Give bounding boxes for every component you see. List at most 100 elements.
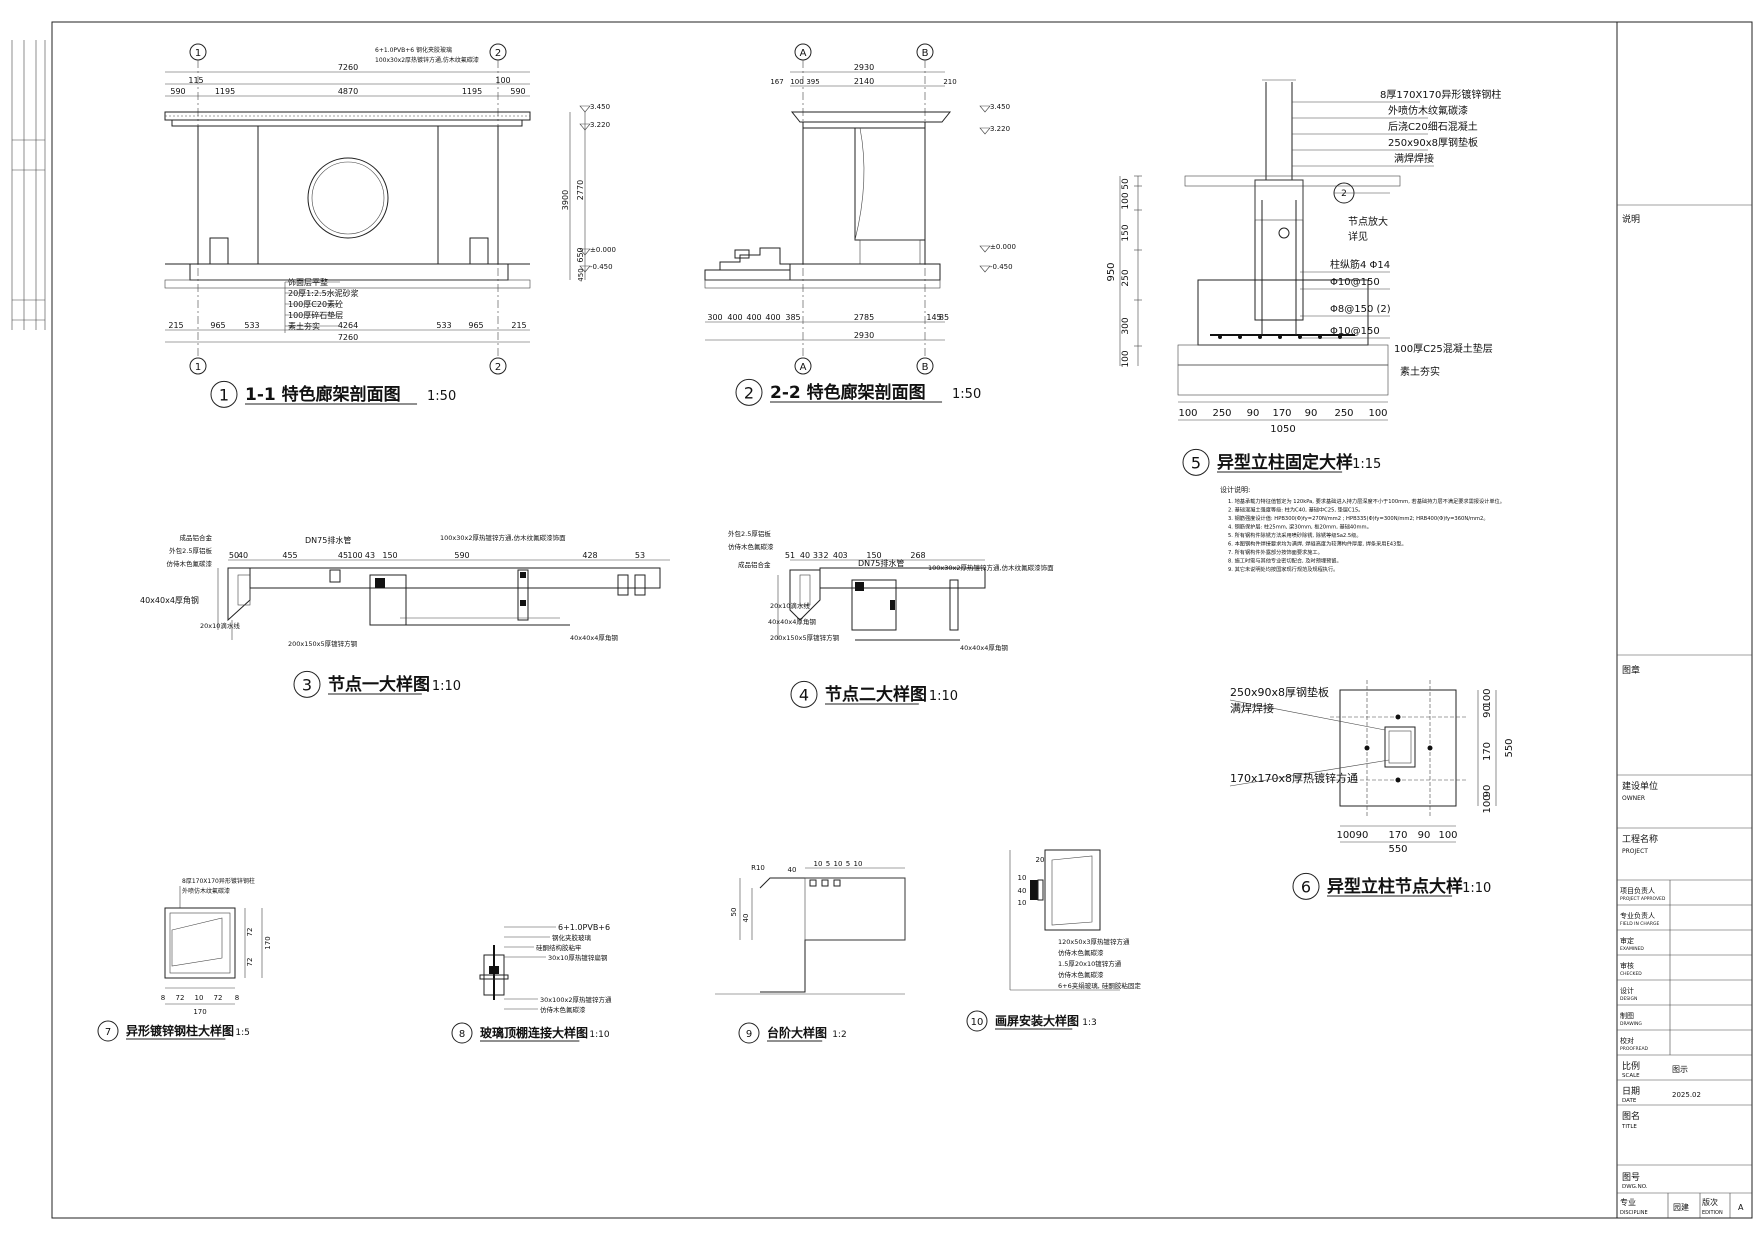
axis-label: 1 — [195, 48, 201, 59]
drawing-scale: 1:50 — [427, 389, 456, 404]
drawing-scale: 1:10 — [929, 689, 958, 704]
dim-text: 20 — [1036, 856, 1045, 864]
note-line: 3. 钢筋强度设计值: HPB300(Φ)fy=270N/mm2 ; HPB33… — [1228, 514, 1489, 522]
moon-gate-circle — [307, 157, 389, 239]
owner-label: 建设单位 — [1622, 780, 1658, 792]
leader-label: 满焊焊接 — [1394, 152, 1434, 165]
notes-title: 设计说明: — [1220, 485, 1250, 494]
dim-text: 8 — [235, 994, 239, 1002]
dim-text: 385 — [785, 313, 800, 322]
drawing-title: 玻璃顶棚连接大样图 — [480, 1025, 588, 1040]
dim-text: 100 — [1336, 830, 1355, 841]
dim-text: 2930 — [854, 331, 874, 340]
dim-text: 5 — [826, 860, 830, 868]
drawing-title: 节点二大样图 — [825, 684, 927, 705]
dim-text: 100 — [1121, 192, 1131, 209]
title-block-row-label-en: CHECKED — [1620, 971, 1642, 977]
dim-text: 170 — [1388, 830, 1407, 841]
dim-text: R10 — [751, 864, 765, 872]
dim-text: 10 — [1018, 874, 1027, 882]
leader-label: 钢化夹胶玻璃 — [552, 933, 592, 942]
drawing-1-section: 1 2 1 2 7260 4870 1195 1195 590 590 100 … — [164, 43, 616, 375]
title-number-bubble — [1292, 872, 1320, 900]
leader-label: 30x100x2厚热镀锌方通 — [540, 995, 612, 1004]
dim-text: 40 — [238, 551, 248, 560]
dim-text: 40 — [833, 551, 843, 560]
drawing-scale: 1:15 — [1352, 457, 1381, 472]
dim-text: 590 — [510, 87, 525, 96]
dim-text: 145 — [926, 313, 941, 322]
leader-label: 仿侍木色氟碳漆 — [728, 542, 774, 551]
title-number-bubble — [735, 378, 763, 406]
dim-text: 10 — [195, 994, 204, 1002]
drawing-title: 画屏安装大样图 — [995, 1013, 1079, 1028]
dim-text: 10 — [814, 860, 823, 868]
dim-text: 450 — [577, 268, 585, 281]
dim-text: 100 — [790, 78, 803, 86]
leader-label: 20x10滴水线 — [200, 621, 240, 630]
title-number-bubble — [966, 1010, 988, 1032]
title-block: 说明 图章 建设单位 OWNER 工程名称 PROJECT 项目负责人PROJE… — [1616, 21, 1753, 1219]
dim-text: 300 — [1121, 317, 1131, 334]
leader-label: 40x40x4厚角钢 — [960, 643, 1008, 652]
leader-label: 成品铝合金 — [180, 533, 213, 542]
dim-text: 650 — [576, 247, 585, 262]
dim-text: 50 — [229, 551, 239, 560]
drawing-scale: 1:10 — [589, 1030, 609, 1040]
dim-text: 40 — [1018, 887, 1027, 895]
drawing-no-label: 图号 — [1622, 1172, 1640, 1183]
leader-label: 40x40x4厚角钢 — [570, 633, 618, 642]
leader-label: 120x50x3厚热镀锌方通 — [1058, 937, 1130, 946]
axis-label: 1 — [195, 362, 201, 373]
dim-text: 10 — [854, 860, 863, 868]
dim-text: 100 — [347, 551, 362, 560]
elevation-mark: -0.450 — [990, 263, 1013, 271]
screen-panel — [257, 125, 439, 265]
title-number: 10 — [971, 1017, 984, 1028]
date-label: 日期 — [1622, 1086, 1640, 1097]
leader-label: 200x150x5厚镀锌方钢 — [288, 639, 358, 648]
drawing-2-section: A B A B 2930 2140 167 100 395 210 3.4503… — [704, 43, 1016, 375]
dim-text: 170 — [264, 936, 272, 949]
scale-value: 图示 — [1672, 1065, 1688, 1074]
title-block-row-label-en: DRAWING — [1620, 1021, 1642, 1027]
dim-text: 4870 — [338, 87, 358, 96]
dim-text: 455 — [282, 551, 297, 560]
edition-label-en: EDITION — [1702, 1210, 1723, 1216]
leader-label: DN75排水管 — [858, 558, 904, 568]
dim-text: 428 — [582, 551, 597, 560]
dim-text: 40 — [742, 914, 750, 923]
date-value: 2025.02 — [1672, 1091, 1701, 1099]
leader-label: Φ10@150 — [1330, 277, 1380, 288]
dim-text: 170 — [193, 1008, 206, 1016]
dim-text: 250 — [1121, 269, 1131, 286]
dim-text: 2785 — [854, 313, 874, 322]
dim-text: 400 — [765, 313, 780, 322]
dim-text: 115 — [188, 76, 203, 85]
dim-text: 170 — [1482, 742, 1493, 761]
leader-label: 成品铝合金 — [738, 560, 771, 569]
note-text: 6+1.0PVB+6 钢化夹胶玻璃 — [375, 46, 452, 54]
dim-text: 72 — [176, 994, 185, 1002]
stamp-label: 图章 — [1622, 664, 1640, 676]
leader-label: 1.5厚20x10镀锌方通 — [1058, 959, 1122, 968]
dim-text: 533 — [436, 321, 451, 330]
elevation-mark: 3.450 — [590, 103, 610, 111]
elevation-mark: ±0.000 — [990, 243, 1016, 251]
title-number-bubble — [738, 1022, 760, 1044]
leader-label: 100x30x2厚热镀锌方通,仿木纹氟碳漆饰面 — [928, 563, 1054, 572]
dim-text: 72 — [246, 928, 254, 937]
drawing-scale: 1:3 — [1082, 1018, 1096, 1028]
drawing-title: 异型立柱节点大样 — [1327, 876, 1463, 897]
base-plate — [1339, 689, 1457, 807]
leader-label: Φ10@150 — [1330, 326, 1380, 337]
axis-label: 2 — [495, 48, 501, 59]
dim-text: 50 — [730, 908, 738, 917]
drawing-scale: 1:2 — [832, 1030, 846, 1040]
discipline-label-en: DISCIPLINE — [1620, 1210, 1648, 1216]
